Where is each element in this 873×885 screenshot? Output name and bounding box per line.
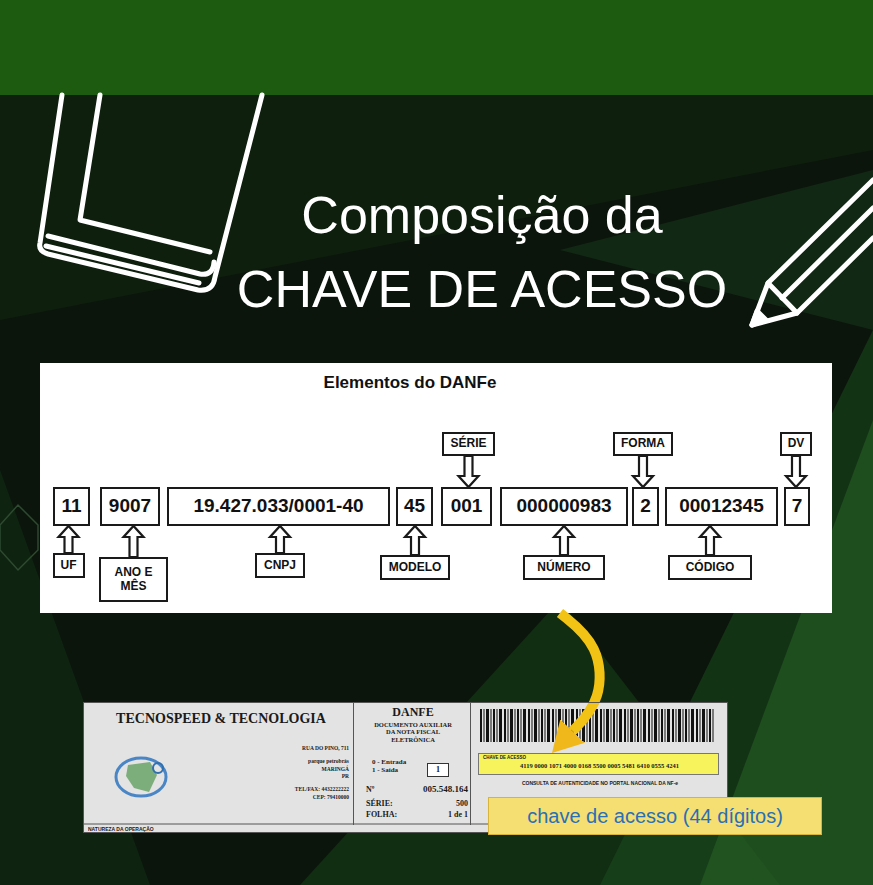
book-icon bbox=[40, 95, 262, 290]
key-segment-box: 7 bbox=[784, 487, 811, 526]
pencil-edge bbox=[752, 238, 873, 325]
field-label-box: SÉRIE bbox=[442, 432, 494, 456]
box-text: 2 bbox=[640, 496, 651, 517]
consult-note: CONSULTA DE AUTENTICIDADE NO PORTAL NACI… bbox=[481, 781, 719, 787]
block-arrow bbox=[270, 526, 290, 553]
box-text: CÓDIGO bbox=[686, 561, 735, 574]
danfe-heading: DANFE bbox=[354, 706, 472, 720]
field-label-box: ANO E MÊS bbox=[99, 557, 168, 602]
block-arrow bbox=[554, 526, 574, 555]
box-text: 11 bbox=[61, 496, 81, 517]
field-label-box: NÚMERO bbox=[523, 555, 605, 580]
field-label-box: FORMA bbox=[613, 432, 673, 456]
box-text: 000000983 bbox=[516, 496, 611, 517]
box-text: 45 bbox=[404, 496, 425, 517]
box-text: 9007 bbox=[109, 496, 151, 517]
callout-label: chave de acesso (44 dígitos) bbox=[488, 797, 822, 835]
box-text: FORMA bbox=[621, 437, 665, 450]
issuer-address: CEP: 79410000 bbox=[199, 794, 349, 800]
issuer-address: RUA DO PINO, 711 bbox=[199, 745, 349, 751]
field-value: 500 bbox=[414, 799, 468, 808]
field-label-box: MODELO bbox=[380, 555, 450, 580]
operation-type-box: 1 bbox=[427, 763, 449, 777]
box-text: UF bbox=[61, 559, 77, 572]
field-heading: Nº bbox=[366, 785, 386, 794]
field-heading: FOLHA: bbox=[366, 810, 406, 819]
box-text: 7 bbox=[792, 496, 803, 517]
block-arrow bbox=[405, 526, 425, 555]
box-text: MODELO bbox=[389, 561, 442, 574]
diagram-title: Composição da CHAVE DE ACESSO bbox=[222, 178, 742, 326]
field-heading: CHAVE DE ACESSO bbox=[483, 755, 603, 760]
logo-dot bbox=[153, 763, 163, 773]
field-label-box: UF bbox=[53, 553, 85, 578]
barcode bbox=[480, 709, 715, 742]
block-arrow bbox=[633, 456, 653, 487]
box-text: CNPJ bbox=[264, 559, 296, 572]
block-arrow bbox=[59, 526, 79, 553]
key-segment-box: 19.427.033/0001-40 bbox=[167, 487, 390, 526]
key-segment-box: 45 bbox=[396, 487, 433, 526]
field-label-box: CNPJ bbox=[255, 553, 305, 578]
issuer-name: TECNOSPEED & TECNOLOGIA bbox=[96, 711, 346, 727]
box-text: DV bbox=[788, 437, 805, 450]
issuer-address: MARINGÁ bbox=[199, 766, 349, 772]
box-text: 19.427.033/0001-40 bbox=[193, 496, 363, 517]
hexagon-outline bbox=[0, 505, 38, 570]
box-text: NÚMERO bbox=[537, 561, 590, 574]
field-value: 1 de 1 bbox=[414, 810, 468, 819]
danfe-title-cell: DANFEDOCUMENTO AUXILIAR DA NOTA FISCAL E… bbox=[353, 703, 471, 825]
access-key-field: CHAVE DE ACESSO 4119 0000 1071 4000 0168 … bbox=[478, 753, 719, 775]
key-segment-box: 9007 bbox=[100, 487, 160, 526]
block-arrow bbox=[458, 456, 478, 487]
box-text: ANO E MÊS bbox=[101, 566, 166, 592]
operation-options: 0 - Entrada 1 - Saída bbox=[372, 758, 409, 774]
issuer-address: TEL/FAX: 4432222222 bbox=[199, 786, 349, 792]
block-arrow bbox=[786, 456, 806, 487]
pencil-icon bbox=[752, 180, 873, 325]
book-cover bbox=[40, 95, 262, 290]
pencil-edge bbox=[752, 180, 873, 325]
key-segment-box: 001 bbox=[441, 487, 492, 526]
field-heading: SÉRIE: bbox=[366, 799, 406, 808]
box-text: SÉRIE bbox=[450, 437, 486, 450]
panel-ground bbox=[40, 363, 832, 613]
top-bar bbox=[0, 0, 873, 95]
block-arrow bbox=[700, 526, 720, 555]
field-label-box: DV bbox=[780, 432, 813, 456]
danfe-elements-panel: Elementos do DANFeSÉRIE FORMA DV 11 9007 19.4… bbox=[40, 363, 832, 613]
key-segment-box: 000000983 bbox=[500, 487, 628, 526]
book-page bbox=[80, 95, 210, 252]
invoice-number: 005.548.164 bbox=[394, 784, 468, 794]
access-key-digits: 4119 0000 1071 4000 0168 5500 0005 5481 … bbox=[481, 762, 718, 769]
issuer-address: PR bbox=[199, 773, 349, 779]
panel-title: Elementos do DANFe bbox=[310, 373, 510, 393]
key-segment-box: 2 bbox=[632, 487, 659, 526]
field-heading: NATUREZA DA OPERAÇÃO bbox=[88, 827, 388, 833]
nfe-logo bbox=[116, 758, 166, 796]
block-arrow bbox=[124, 526, 144, 557]
box-text: chave de acesso (44 dígitos) bbox=[527, 805, 783, 827]
pencil-tip bbox=[752, 311, 766, 325]
pencil-edge bbox=[782, 208, 873, 298]
danfe-subtitle: DOCUMENTO AUXILIAR DA NOTA FISCAL ELETRÔ… bbox=[369, 721, 457, 743]
book-page bbox=[46, 246, 199, 283]
logo-ring bbox=[116, 758, 166, 796]
key-segment-box: 00012345 bbox=[665, 487, 778, 526]
highlight-arrow bbox=[560, 613, 600, 731]
box-text: 1 bbox=[436, 766, 440, 774]
box-text: 001 bbox=[451, 496, 483, 517]
issuer-address: parque petrobrás bbox=[199, 758, 349, 764]
key-segment-box: 11 bbox=[53, 487, 89, 526]
box-text: 00012345 bbox=[679, 496, 764, 517]
field-label-box: CÓDIGO bbox=[668, 555, 752, 580]
